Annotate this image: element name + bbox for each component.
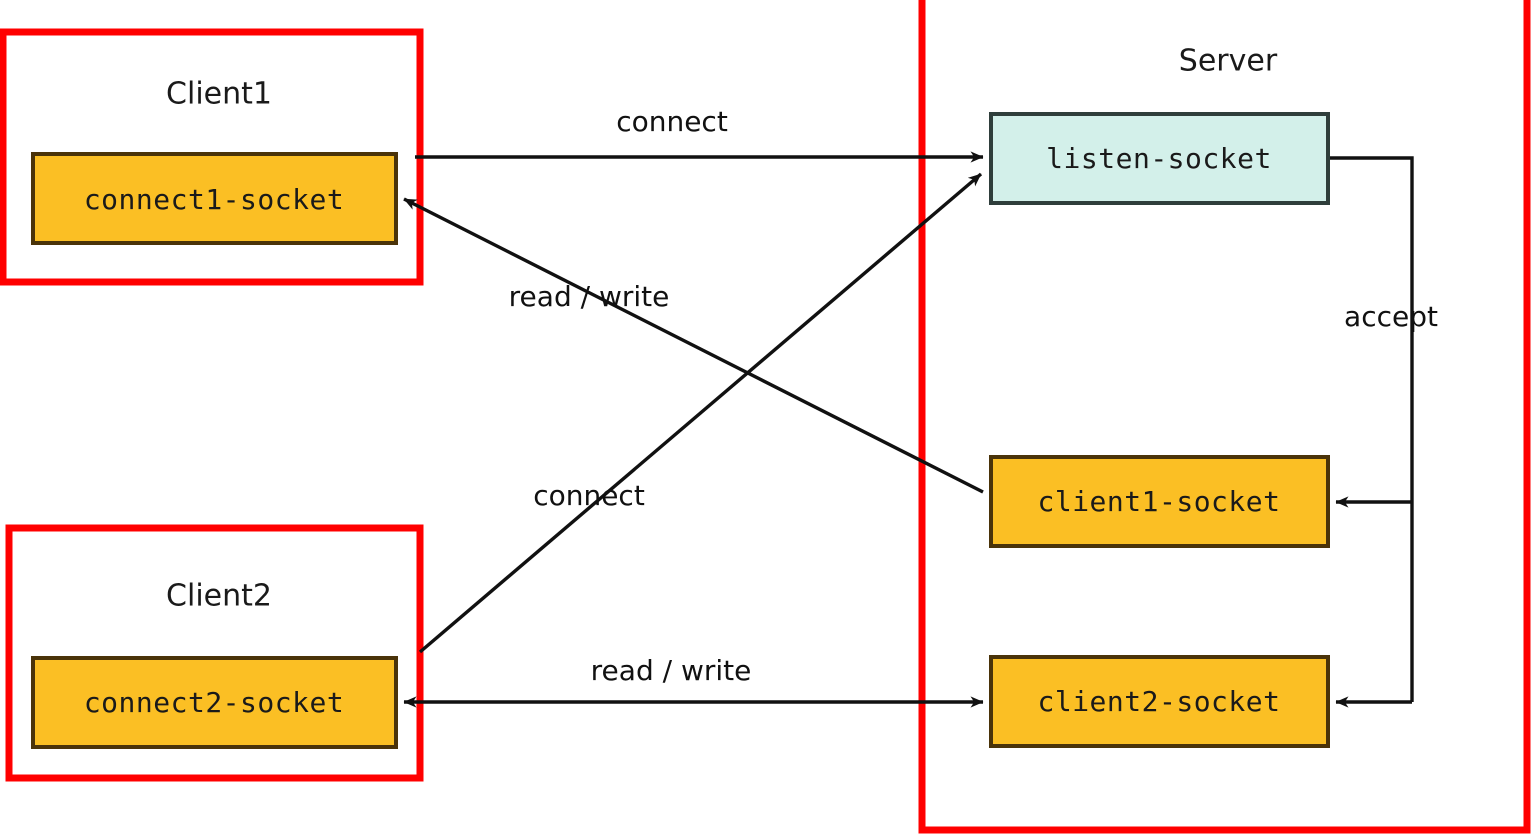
client1-socket-label: client1-socket: [1037, 485, 1280, 518]
connect1-socket-box: [31, 152, 398, 245]
listen-socket-box: [989, 112, 1330, 205]
connect2-socket-box: [31, 656, 398, 749]
connect2-socket-label: connect2-socket: [84, 686, 344, 719]
node-client2-socket[interactable]: client2-socket: [989, 655, 1330, 748]
edge-labels: connect read / write connect read / writ…: [509, 105, 1438, 687]
edge-connect-client2[interactable]: [418, 172, 983, 654]
server-title: Server: [1179, 44, 1278, 79]
read-write-client1-label: read / write: [509, 280, 670, 313]
node-listen-socket[interactable]: listen-socket: [989, 112, 1330, 205]
read-write-client2-label: read / write: [591, 654, 752, 687]
connect-client1-label: connect: [616, 105, 728, 138]
connect-client2-label: connect: [533, 479, 645, 512]
client2-title: Client2: [166, 579, 272, 614]
node-connect1-socket[interactable]: connect1-socket: [31, 152, 398, 245]
client1-title: Client1: [166, 77, 272, 112]
client1-socket-box: [989, 455, 1330, 548]
accept-label: accept: [1344, 300, 1438, 333]
connect1-socket-label: connect1-socket: [84, 183, 344, 216]
client2-socket-box: [989, 655, 1330, 748]
connect-client2-line: [418, 172, 983, 654]
accept-trunk-line: [1328, 156, 1414, 702]
read-write-client1-line: [403, 197, 984, 494]
node-connect2-socket[interactable]: connect2-socket: [31, 656, 398, 749]
node-client1-socket[interactable]: client1-socket: [989, 455, 1330, 548]
client2-socket-label: client2-socket: [1037, 685, 1280, 718]
edge-accept[interactable]: [1328, 156, 1414, 708]
listen-socket-label: listen-socket: [1046, 142, 1272, 175]
edge-read-write-client1[interactable]: [403, 197, 984, 494]
